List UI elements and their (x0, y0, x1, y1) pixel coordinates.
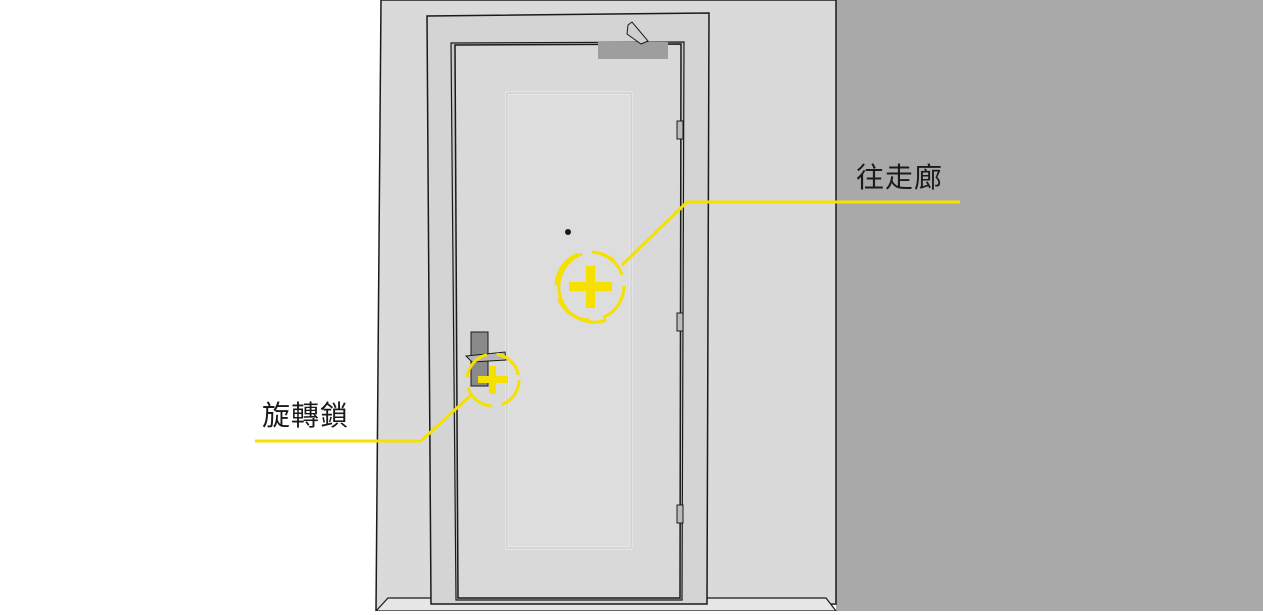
hinge-top (676, 120, 684, 140)
leader-line-corridor (620, 200, 960, 267)
peephole (565, 229, 571, 235)
hinge-middle (676, 312, 684, 332)
lock-label: 旋轉鎖 (262, 399, 350, 432)
leader-line-lock (255, 393, 473, 443)
door-panel (505, 91, 633, 550)
corridor-label: 往走廊 (856, 161, 944, 194)
hotspot-corridor[interactable] (554, 250, 628, 324)
hotspot-lock[interactable] (465, 352, 521, 408)
door-closer (598, 42, 668, 59)
right-wall (836, 0, 1263, 611)
plus-in-circle-icon (569, 266, 612, 308)
door-closer-arm (626, 21, 649, 45)
hinge-bottom (676, 504, 684, 524)
plus-in-circle-icon (478, 366, 508, 394)
